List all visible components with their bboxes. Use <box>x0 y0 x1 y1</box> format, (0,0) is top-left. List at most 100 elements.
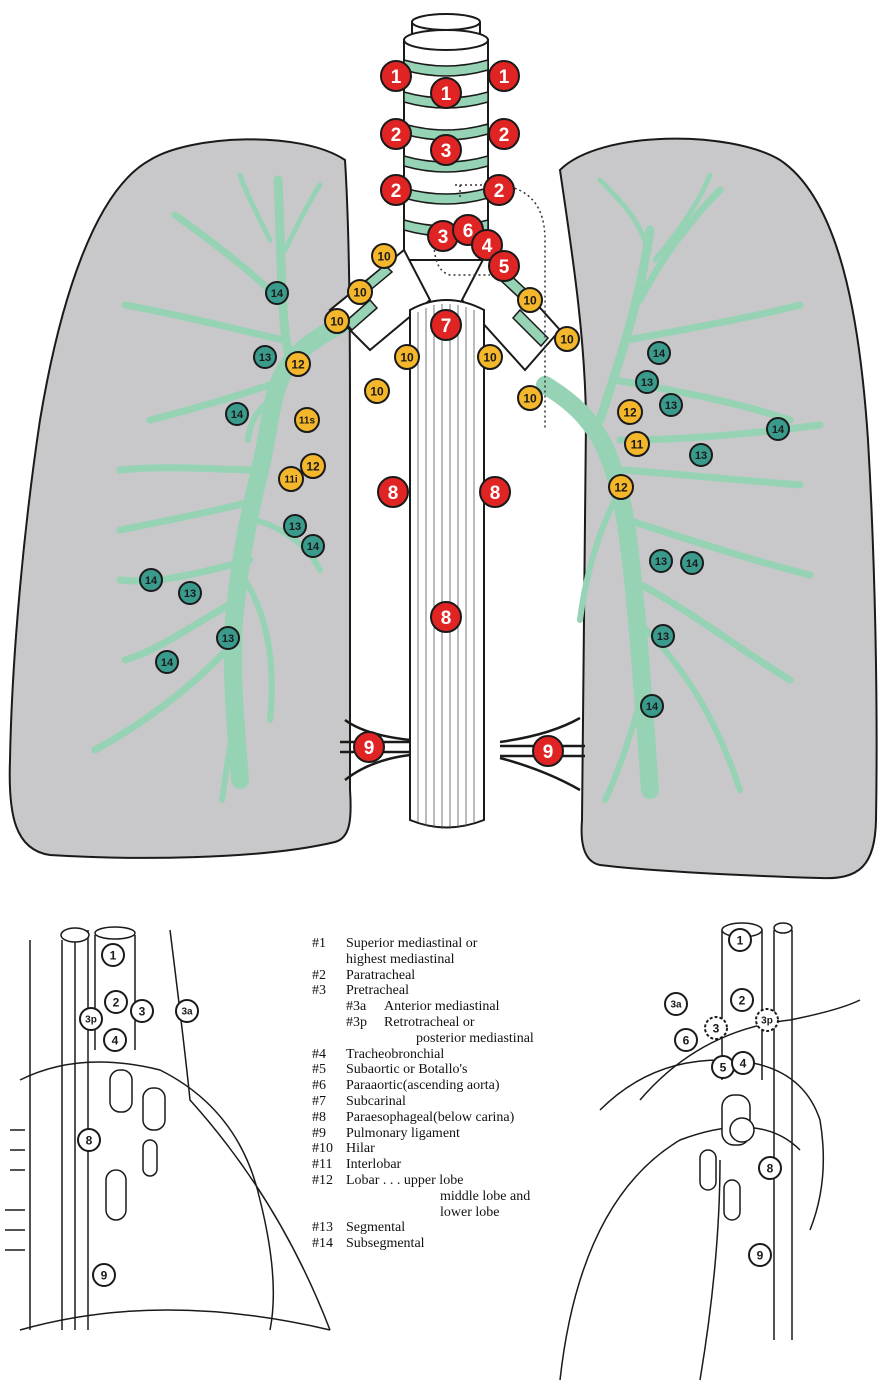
right-panel-node-3-label: 3 <box>713 1021 720 1035</box>
hilar-node-10: 10 <box>518 288 542 312</box>
mediastinal-node-7: 7 <box>431 310 461 340</box>
legend-entry: #3aAnterior mediastinal <box>312 999 572 1015</box>
mediastinal-node-5: 5 <box>489 251 519 281</box>
segmental-node-14-label: 14 <box>646 701 659 713</box>
segmental-node-13: 13 <box>652 625 674 647</box>
segmental-node-13: 13 <box>650 550 672 572</box>
right-panel-node-5-label: 5 <box>720 1060 727 1074</box>
hilar-node-10: 10 <box>395 345 419 369</box>
left-lung <box>560 139 877 879</box>
right-panel-node-9-label: 9 <box>757 1248 764 1262</box>
legend-code: #1 <box>312 936 346 952</box>
right-panel-node-4: 4 <box>732 1052 754 1074</box>
legend-code: #6 <box>312 1078 346 1094</box>
legend-text: Retrotracheal or <box>384 1015 475 1031</box>
hilar-node-10: 10 <box>372 244 396 268</box>
legend-code: #10 <box>312 1141 346 1157</box>
mediastinal-node-8: 8 <box>480 477 510 507</box>
segmental-node-13: 13 <box>284 515 306 537</box>
left-panel-node-4: 4 <box>104 1029 126 1051</box>
legend-text: Interlobar <box>346 1157 401 1173</box>
hilar-node-10-label: 10 <box>483 350 497 364</box>
segmental-node-13-label: 13 <box>665 400 677 412</box>
legend-text: Pulmonary ligament <box>346 1126 460 1142</box>
mediastinal-node-1: 1 <box>381 61 411 91</box>
legend-code: #3 <box>312 983 346 999</box>
legend-code: #11 <box>312 1157 346 1173</box>
segmental-node-13-label: 13 <box>655 556 667 568</box>
hilar-node-12-label: 12 <box>306 459 320 473</box>
right-panel-node-8: 8 <box>759 1157 781 1179</box>
segmental-node-14: 14 <box>266 282 288 304</box>
mediastinal-node-8-label: 8 <box>441 608 452 629</box>
right-panel-node-2: 2 <box>731 989 753 1011</box>
left-panel-node-8-label: 8 <box>86 1133 93 1147</box>
left-panel-node-9-label: 9 <box>101 1268 108 1282</box>
segmental-node-13-label: 13 <box>657 631 669 643</box>
legend-continuation: highest mediastinal <box>312 952 572 968</box>
mediastinal-node-2-label: 2 <box>499 125 510 146</box>
segmental-node-14-label: 14 <box>686 558 699 570</box>
segmental-node-13-label: 13 <box>259 352 271 364</box>
segmental-node-14: 14 <box>302 535 324 557</box>
hilar-node-10: 10 <box>518 386 542 410</box>
hilar-node-10-label: 10 <box>370 384 384 398</box>
lateral-view-right <box>5 927 330 1330</box>
hilar-node-12: 12 <box>618 400 642 424</box>
legend-code: #13 <box>312 1220 346 1236</box>
right-panel-node-3: 3 <box>705 1017 727 1039</box>
legend-text: Paraaortic(ascending aorta) <box>346 1078 500 1094</box>
segmental-node-14: 14 <box>140 569 162 591</box>
mediastinal-node-1-label: 1 <box>391 67 402 88</box>
hilar-node-10: 10 <box>478 345 502 369</box>
segmental-node-14: 14 <box>681 552 703 574</box>
hilar-node-10-label: 10 <box>353 285 367 299</box>
mediastinal-node-2: 2 <box>489 119 519 149</box>
node-station-legend: #1Superior mediastinal orhighest mediast… <box>312 936 572 1252</box>
left-panel-node-9: 9 <box>93 1264 115 1286</box>
segmental-node-14-label: 14 <box>145 575 158 587</box>
legend-entry: #8Paraesophageal(below carina) <box>312 1110 572 1126</box>
legend-text: Tracheobronchial <box>346 1047 444 1063</box>
right-panel-node-6-label: 6 <box>683 1033 690 1047</box>
mediastinal-node-8: 8 <box>431 602 461 632</box>
segmental-node-14-label: 14 <box>653 348 666 360</box>
right-panel-node-8-label: 8 <box>767 1161 774 1175</box>
legend-subcode: #3p <box>346 1015 384 1031</box>
mediastinal-node-1: 1 <box>489 61 519 91</box>
segmental-node-14: 14 <box>226 403 248 425</box>
right-panel-node-3a: 3a <box>665 993 687 1015</box>
hilar-node-10-label: 10 <box>330 314 344 328</box>
segmental-node-14-label: 14 <box>271 288 284 300</box>
esophagus <box>410 300 484 829</box>
mediastinal-node-9: 9 <box>533 736 563 766</box>
right-panel-node-3p-label: 3p <box>761 1016 773 1027</box>
legend-code: #4 <box>312 1047 346 1063</box>
segmental-node-13: 13 <box>690 444 712 466</box>
right-panel-node-9: 9 <box>749 1244 771 1266</box>
legend-text: Segmental <box>346 1220 405 1236</box>
segmental-node-14: 14 <box>156 651 178 673</box>
hilar-node-11s: 11s <box>295 408 319 432</box>
left-panel-node-2-label: 2 <box>113 995 120 1009</box>
legend-entry: #6Paraaortic(ascending aorta) <box>312 1078 572 1094</box>
legend-continuation: lower lobe <box>312 1205 572 1221</box>
legend-entry: #5Subaortic or Botallo's <box>312 1062 572 1078</box>
hilar-node-10-label: 10 <box>400 350 414 364</box>
segmental-node-14-label: 14 <box>307 541 320 553</box>
hilar-node-11i-label: 11i <box>284 475 298 486</box>
segmental-node-13-label: 13 <box>641 377 653 389</box>
left-panel-node-8: 8 <box>78 1129 100 1151</box>
segmental-node-14: 14 <box>767 418 789 440</box>
left-panel-node-2: 2 <box>105 991 127 1013</box>
left-panel-node-3p: 3p <box>80 1008 102 1030</box>
mediastinal-node-9-label: 9 <box>364 738 375 759</box>
right-panel-node-1-label: 1 <box>737 933 744 947</box>
right-panel-node-5: 5 <box>712 1056 734 1078</box>
segmental-node-13-label: 13 <box>695 450 707 462</box>
legend-code: #7 <box>312 1094 346 1110</box>
